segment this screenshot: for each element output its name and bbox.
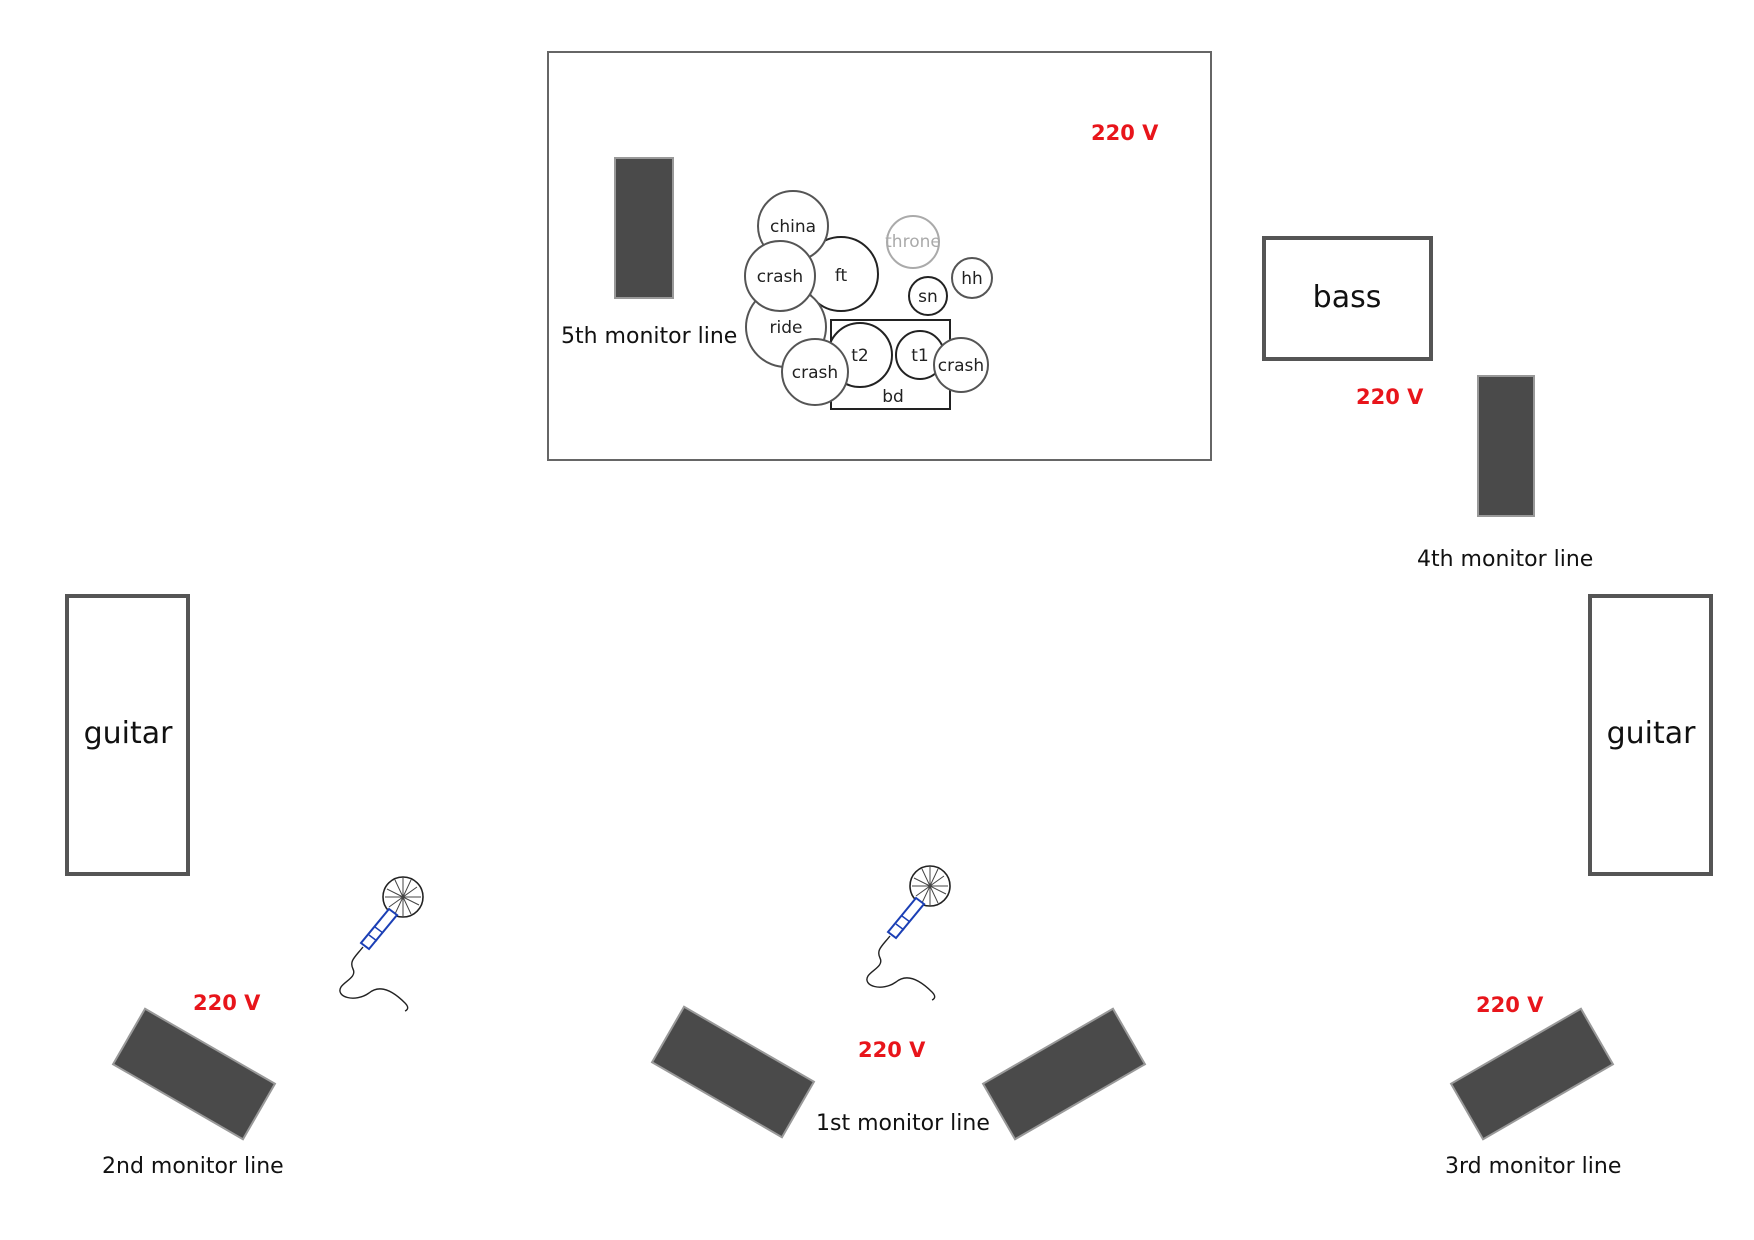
monitor-label-1: 1st monitor line — [816, 1111, 990, 1136]
drum-label-crash-right: crash — [938, 356, 984, 376]
drum-label-ride: ride — [770, 318, 803, 338]
guitar-amp-right — [1588, 594, 1713, 876]
monitor-label-5: 5th monitor line — [561, 324, 737, 349]
drum-label-throne: throne — [885, 232, 941, 252]
bass-amp-label: bass — [1313, 280, 1382, 315]
drum-snare — [908, 276, 948, 316]
monitor-wedge-4 — [1477, 375, 1535, 517]
monitor-wedge-1-left — [650, 1005, 816, 1139]
bass-amp — [1262, 236, 1433, 361]
power-label-left: 220 V — [193, 991, 261, 1015]
monitor-label-4: 4th monitor line — [1417, 547, 1593, 572]
guitar-amp-left-label: guitar — [84, 716, 174, 751]
drum-label-crash-low: crash — [792, 363, 838, 383]
drum-label-bd: bd — [882, 387, 904, 407]
drum-riser — [547, 51, 1212, 461]
drum-label-t2: t2 — [851, 346, 868, 366]
microphone-center-icon — [866, 865, 951, 1001]
drum-kit: bd ft china ride crash t2 t1 crash crash… — [744, 190, 993, 410]
monitor-wedge-3 — [1449, 1007, 1615, 1141]
drum-label-sn: sn — [918, 287, 938, 307]
cymbal-crash-left — [744, 240, 816, 312]
drum-throne — [886, 215, 940, 269]
drum-label-china: china — [770, 217, 816, 237]
guitar-amp-right-label: guitar — [1607, 716, 1697, 751]
cymbal-crash-right — [933, 337, 989, 393]
cymbal-hi-hat — [951, 257, 993, 299]
monitor-wedge-2 — [111, 1007, 277, 1141]
cymbal-crash-low — [781, 338, 849, 406]
guitar-amp-left — [65, 594, 190, 876]
power-label-right: 220 V — [1476, 993, 1544, 1017]
microphone-left-icon — [339, 876, 424, 1012]
drum-label-hh: hh — [961, 269, 983, 289]
power-label-riser: 220 V — [1091, 121, 1159, 145]
monitor-wedge-1-right — [981, 1007, 1147, 1141]
monitor-label-2: 2nd monitor line — [102, 1154, 284, 1179]
power-label-center: 220 V — [858, 1038, 926, 1062]
monitor-label-3: 3rd monitor line — [1445, 1154, 1621, 1179]
drum-label-crash-left: crash — [757, 267, 803, 287]
monitor-wedge-5 — [614, 157, 674, 299]
drum-label-ft: ft — [835, 266, 848, 286]
power-label-bass: 220 V — [1356, 385, 1424, 409]
drum-label-t1: t1 — [911, 346, 928, 366]
